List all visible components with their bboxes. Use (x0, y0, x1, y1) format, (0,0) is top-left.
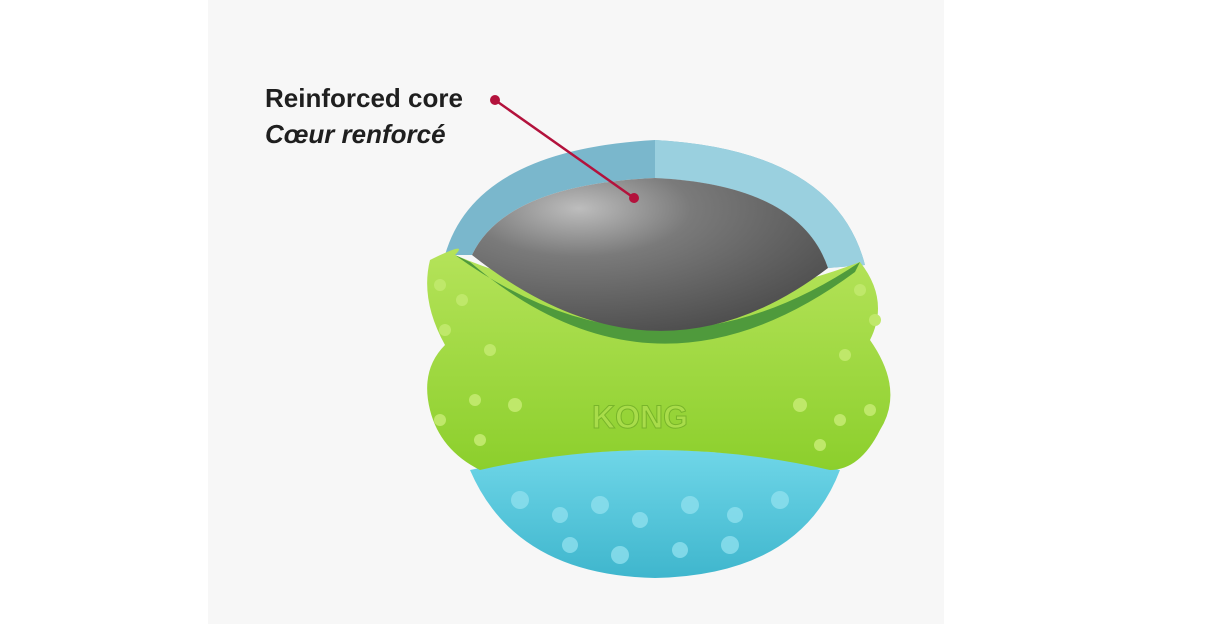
blue-bottom-section (470, 450, 840, 578)
callout-label: Reinforced core Cœur renforcé (265, 80, 463, 152)
callout-dot-start (490, 95, 500, 105)
callout-dot-end (629, 193, 639, 203)
green-cut-rim (455, 255, 860, 344)
callout-english: Reinforced core (265, 83, 463, 113)
reinforced-core (472, 178, 828, 331)
green-band (427, 248, 891, 470)
callout-leader-line (494, 98, 635, 200)
brand-mark: KONG (592, 399, 688, 435)
callout-french: Cœur renforcé (265, 119, 446, 149)
